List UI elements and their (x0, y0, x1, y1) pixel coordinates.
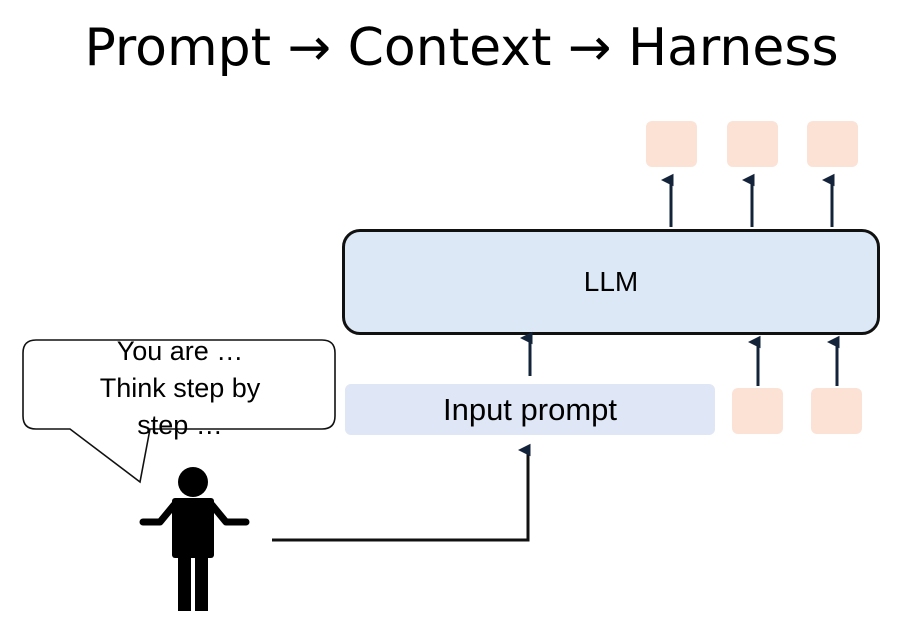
context-token-2 (811, 388, 862, 434)
context-token-1 (732, 388, 783, 434)
page-title: Prompt → Context → Harness (84, 18, 839, 78)
output-token-2 (727, 121, 778, 167)
output-token-3 (807, 121, 858, 167)
speech-bubble-text: You are … Think step by step … (62, 333, 298, 444)
person-to-prompt-arrow (272, 443, 531, 542)
bubble-line-3: step … (137, 410, 223, 440)
input-prompt-box: Input prompt (345, 384, 715, 435)
output-token-1 (646, 121, 697, 167)
input-prompt-label: Input prompt (442, 391, 618, 427)
bubble-line-1: You are … (116, 336, 244, 366)
llm-box: LLM (342, 229, 880, 335)
person-shrugging-icon (139, 467, 250, 611)
llm-label: LLM (583, 266, 639, 297)
speech-bubble-icon (22, 339, 336, 484)
bubble-line-2: Think step by (99, 373, 261, 403)
